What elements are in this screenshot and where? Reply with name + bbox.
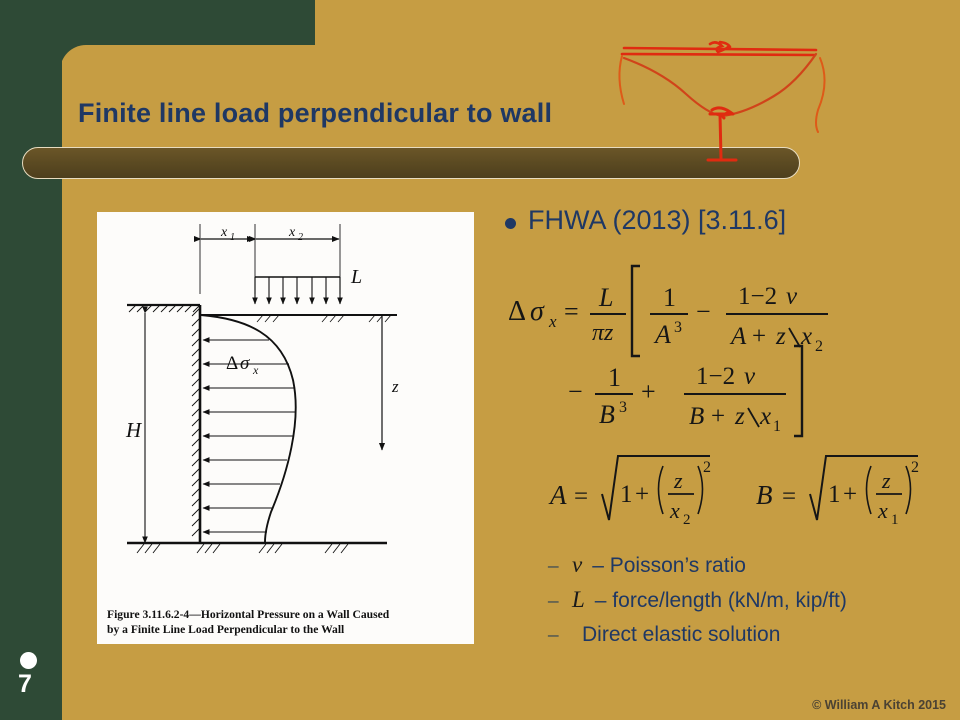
svg-text:3: 3 [674,319,682,336]
svg-text:z: z [734,403,745,430]
svg-text:x: x [669,498,680,523]
svg-text:x: x [548,312,557,331]
equation-main: Δ σ x = L πz 1 A 3 − 1−2 ν [508,264,828,438]
svg-text:z: z [775,323,786,350]
sub-bullet-dash-0: – [548,553,559,577]
svg-text:1: 1 [828,481,841,508]
svg-text:x: x [800,323,812,350]
svg-text:L: L [350,266,362,288]
svg-text:1: 1 [620,481,633,508]
figure-caption-line1: Figure 3.11.6.2-4—Horizontal Pressure on… [107,608,390,622]
svg-text:1: 1 [773,418,781,435]
svg-text:1−2: 1−2 [738,283,777,310]
svg-text:x: x [288,225,296,240]
svg-text:L: L [598,283,613,312]
svg-text:=: = [782,483,796,510]
gold-top-band [315,0,960,50]
svg-text:A: A [548,480,567,510]
svg-text:=: = [564,297,579,326]
svg-text:ν: ν [744,363,756,390]
svg-text:2: 2 [683,512,691,528]
svg-text:B: B [599,400,615,429]
svg-text:−: − [568,377,583,406]
main-bullet-row: FHWA (2013) [3.11.6] [505,205,955,236]
svg-text:+: + [711,403,725,430]
sub-bullet-dash-2: – [548,622,559,646]
svg-text:A: A [653,320,671,349]
sub-bullet-symbol-0: ν [572,552,583,577]
svg-text:−: − [696,297,711,326]
svg-text:z: z [881,468,891,493]
sub-bullet-item-0: – ν – Poisson’s ratio [548,552,960,578]
svg-text:2: 2 [703,459,711,476]
svg-text:1: 1 [891,512,899,528]
sub-bullet-list: – ν – Poisson’s ratio – L – force/length… [548,552,960,656]
svg-text:+: + [635,481,649,508]
svg-text:+: + [752,323,766,350]
figure-image: x 1 x 2 L [97,212,474,644]
svg-text:x: x [252,363,259,377]
title-divider-bar [22,147,800,179]
svg-text:1: 1 [230,232,235,243]
figure-caption-line2: by a Finite Line Load Perpendicular to t… [107,623,345,637]
svg-text:B: B [689,403,704,430]
svg-text:2: 2 [911,459,919,476]
copyright-notice: © William A Kitch 2015 [812,698,946,712]
svg-text:3: 3 [619,399,627,416]
svg-text:A: A [729,323,747,350]
sub-bullet-label-2: Direct elastic solution [582,623,781,646]
svg-text:ν: ν [786,283,798,310]
equation-block: Δ σ x = L πz 1 A 3 − 1−2 ν [498,248,960,542]
svg-text:x: x [759,403,771,430]
svg-text:B: B [756,480,773,510]
svg-text:x: x [877,498,888,523]
svg-text:1−2: 1−2 [696,363,735,390]
bullet-dot-icon [505,218,516,229]
figure-caption: Figure 3.11.6.2-4—Horizontal Pressure on… [107,608,466,638]
sub-bullet-dash-1: – [548,588,559,612]
sub-bullet-item-2: – Direct elastic solution [548,622,960,647]
svg-text:1: 1 [608,363,621,392]
left-sidebar-rail [0,0,62,720]
svg-text:+: + [641,377,656,406]
svg-text:Δ: Δ [226,353,238,374]
sub-bullet-label-0: – Poisson’s ratio [592,554,746,577]
page-title: Finite line load perpendicular to wall [78,98,553,128]
svg-text:z: z [391,377,399,396]
figure-diagram: x 1 x 2 L [125,224,399,554]
svg-text:z: z [673,468,683,493]
svg-text:πz: πz [592,320,614,346]
slide-number: 7 [18,670,32,698]
svg-text:σ: σ [530,296,545,327]
svg-text:σ: σ [240,353,250,374]
sub-bullet-symbol-1: L [572,587,585,612]
sub-bullet-label-1: – force/length (kN/m, kip/ft) [594,589,847,612]
equation-A-B-definitions: A = 1 + z x 2 2 B = 1 + z [548,455,919,528]
svg-text:=: = [574,483,588,510]
svg-text:1: 1 [663,283,676,312]
svg-text:+: + [843,481,857,508]
svg-text:x: x [220,225,228,240]
sub-bullet-item-1: – L – force/length (kN/m, kip/ft) [548,587,960,613]
main-bullet-label: FHWA (2013) [3.11.6] [528,205,787,235]
svg-text:H: H [125,418,143,442]
svg-text:2: 2 [815,338,823,355]
svg-text:Δ: Δ [508,296,526,327]
svg-text:2: 2 [298,232,303,243]
slide-bullet-marker [20,652,37,669]
